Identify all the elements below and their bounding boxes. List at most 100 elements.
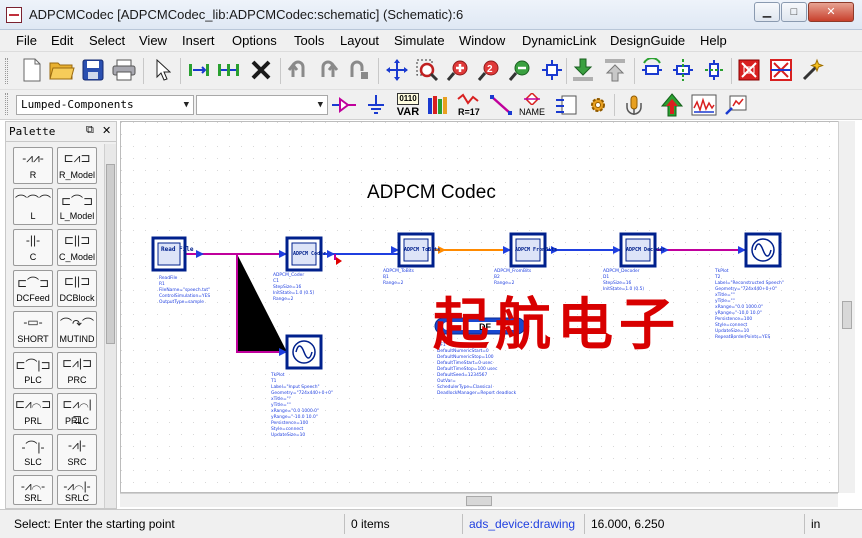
palette-item-prc[interactable]: ⊏⩘|⊐PRC [57, 352, 97, 389]
deactivate-component-icon[interactable] [736, 56, 762, 84]
adpcm-decoder-block[interactable]: ADPCM Decoder [619, 232, 665, 268]
adpcm-frombits-block[interactable]: ADPCM FromBits [509, 232, 557, 268]
component-library-value: Lumped-Components [21, 98, 134, 111]
zoom-out-2x-icon[interactable] [508, 56, 534, 84]
palette-item-prlc[interactable]: ⊏⩘⌒|⊐PRLC [57, 393, 97, 430]
menu-designguide[interactable]: DesignGuide [610, 33, 686, 48]
palette-item-src[interactable]: -⩘|-SRC [57, 434, 97, 471]
df-controller[interactable]: DF [434, 317, 526, 335]
canvas-vertical-scrollbar[interactable] [838, 121, 855, 493]
toolbar-grip[interactable] [5, 93, 8, 115]
palette-item-srl[interactable]: -⩘⌒-SRL [13, 475, 53, 505]
palette-item-l[interactable]: ⌒⌒⌒L [13, 188, 53, 225]
align-left-icon[interactable] [186, 56, 212, 84]
palette-item-r-model[interactable]: ⊏⩘⊐R_Model [57, 147, 97, 184]
insert-wire-label-button[interactable]: NAME [516, 91, 548, 118]
mirror-x-icon[interactable] [670, 56, 696, 84]
toolbar-grip[interactable] [5, 58, 8, 84]
menu-view[interactable]: View [139, 33, 167, 48]
menu-insert[interactable]: Insert [182, 33, 215, 48]
canvas-horizontal-scrollbar[interactable] [120, 493, 838, 507]
tkplot2-block[interactable] [744, 232, 782, 268]
adpcm-coder-block[interactable]: ADPCM Coder [285, 236, 326, 272]
coder-params: ADPCM_Coder C1 StepSize=16 InitState=1.0… [273, 272, 316, 302]
menu-dynamiclink[interactable]: DynamicLink [522, 33, 597, 48]
palette-item-plc[interactable]: ⊏⌒|⊐PLC [13, 352, 53, 389]
palette-item-c-model[interactable]: ⊏||⊐C_Model [57, 229, 97, 266]
gear-settings-icon[interactable] [584, 92, 612, 118]
menu-help[interactable]: Help [700, 33, 727, 48]
snap-port-icon[interactable] [539, 56, 565, 84]
vertical-scroll-thumb[interactable] [842, 301, 852, 329]
new-file-icon[interactable] [19, 56, 45, 84]
horizontal-scroll-thumb[interactable] [466, 496, 492, 506]
delete-x-icon[interactable] [248, 56, 274, 84]
palette-scrollbar[interactable] [104, 144, 116, 508]
palette-item-mutind[interactable]: ⌒↷⌒MUTIND [57, 311, 97, 348]
adpcm-tobits-block[interactable]: ADPCM ToBits [397, 232, 440, 268]
close-button[interactable]: ✕ [808, 2, 854, 22]
palette-item-r[interactable]: -⩘⩘-R [13, 147, 53, 184]
menu-options[interactable]: Options [232, 33, 277, 48]
palette-close-icon[interactable]: ✕ [102, 125, 112, 137]
print-icon[interactable] [111, 56, 137, 84]
tkplot1-block[interactable] [285, 334, 323, 370]
display-template-icon[interactable] [424, 92, 452, 118]
component-name-combo[interactable]: ▼ [196, 95, 328, 115]
edit-parameter-button[interactable]: R=17 [455, 92, 483, 118]
menu-simulate[interactable]: Simulate [394, 33, 445, 48]
pan-move-icon[interactable] [384, 56, 410, 84]
push-into-hierarchy-icon[interactable] [570, 56, 596, 84]
param-line: D1 [603, 274, 609, 280]
data-display-icon[interactable] [690, 92, 718, 118]
palette-item-dcblock[interactable]: ⊏||⊐DCBlock [57, 270, 97, 307]
pop-out-hierarchy-icon[interactable] [602, 56, 628, 84]
var-equation-button[interactable]: 0110 VAR [393, 92, 423, 118]
simulate-icon[interactable] [658, 92, 686, 118]
schematic-canvas[interactable]: ADPCM Codec [120, 121, 850, 493]
generate-layout-icon[interactable] [722, 92, 750, 118]
param-line: UpdateSize=10 [715, 328, 749, 334]
palette-scroll-thumb[interactable] [106, 164, 115, 344]
zoom-in-2x-icon[interactable]: 2 [477, 56, 503, 84]
palette-item-srlc[interactable]: -⩘⌒|-SRLC [57, 475, 97, 505]
open-folder-icon[interactable] [49, 56, 75, 84]
ground-icon[interactable] [362, 92, 390, 118]
read-file-block[interactable]: Read File [151, 236, 194, 272]
palette-item-short[interactable]: -▭-SHORT [13, 311, 53, 348]
undock-icon[interactable]: ⧉ [86, 124, 94, 136]
menu-file[interactable]: File [16, 33, 37, 48]
magic-wand-icon[interactable] [799, 56, 825, 84]
maximize-button[interactable]: □ [781, 2, 807, 22]
tuning-icon[interactable] [620, 92, 648, 118]
ports-to-pins-icon[interactable] [552, 92, 580, 118]
redo-icon[interactable] [315, 56, 341, 84]
short-component-icon[interactable] [768, 56, 794, 84]
align-center-icon[interactable] [216, 56, 242, 84]
minimize-button[interactable]: ▁ [754, 2, 780, 22]
palette-item-l-model[interactable]: ⊏⌒⊐L_Model [57, 188, 97, 225]
save-disk-icon[interactable] [80, 56, 106, 84]
read-params: ReadFile R1 FileName="speech.txt" Contro… [159, 275, 212, 305]
menu-tools[interactable]: Tools [294, 33, 325, 48]
insert-wire-icon[interactable] [487, 92, 515, 118]
param-line: Persistence=100 [271, 420, 308, 426]
menu-edit[interactable]: Edit [51, 33, 74, 48]
undo-icon[interactable] [285, 56, 311, 84]
zoom-in-icon[interactable] [446, 56, 472, 84]
port-icon[interactable] [330, 92, 358, 118]
palette-item-dcfeed[interactable]: ⊏⌒⊐DCFeed [13, 270, 53, 307]
palette-item-slc[interactable]: -⌒|-SLC [13, 434, 53, 471]
rotate-icon[interactable] [639, 56, 665, 84]
mirror-y-icon[interactable] [701, 56, 727, 84]
repeat-icon[interactable] [346, 56, 372, 84]
select-pointer-icon[interactable] [150, 56, 176, 84]
adpcm-decoder-label: ADPCM Decoder [626, 247, 665, 253]
menu-layout[interactable]: Layout [340, 33, 380, 48]
component-library-combo[interactable]: Lumped-Components ▼ [16, 95, 194, 115]
palette-item-c[interactable]: -||-C [13, 229, 53, 266]
menu-select[interactable]: Select [89, 33, 126, 48]
palette-item-prl[interactable]: ⊏⩘⌒⊐PRL [13, 393, 53, 430]
zoom-area-icon[interactable] [414, 56, 440, 84]
menu-window[interactable]: Window [459, 33, 506, 48]
